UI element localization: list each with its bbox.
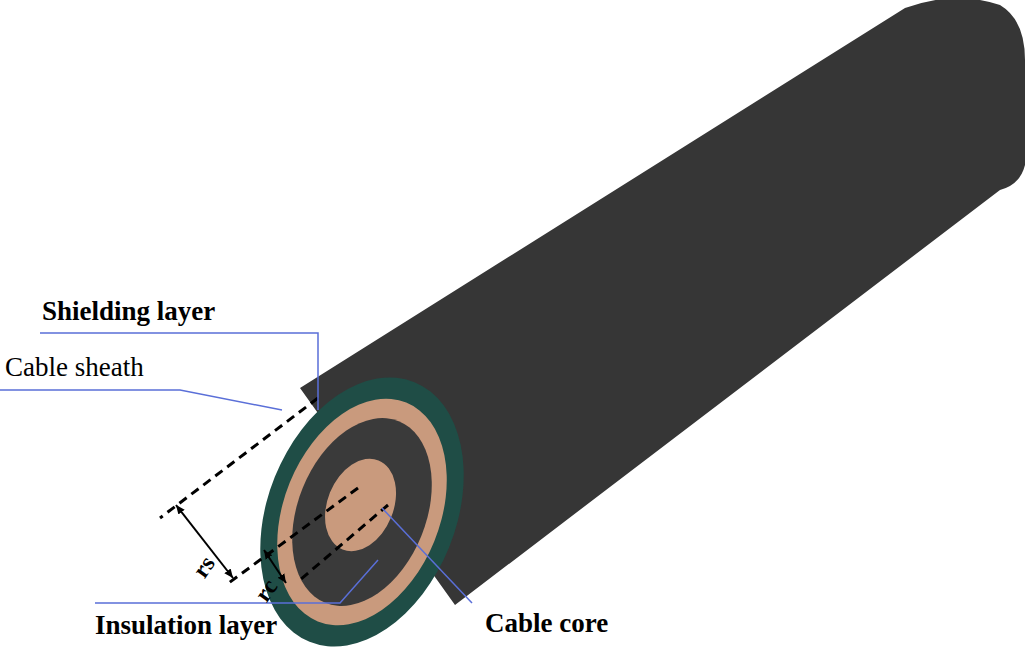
leader-line [95,560,378,603]
leader-line [382,508,472,603]
cable-sheath-ring [222,347,501,654]
part-label: Shielding layer [42,298,215,325]
part-label: Cable sheath [5,354,144,381]
dimension-line [160,398,318,518]
cable-core-disc [312,448,409,562]
dimension-label: rs [188,552,219,582]
dimension-line [300,505,388,580]
part-label: Insulation layer [95,612,277,639]
leader-line [0,390,282,410]
shielding-ring [245,373,478,650]
part-label: Cable core [485,610,608,637]
dimension-line [226,488,358,585]
insulation-ring [266,397,458,627]
